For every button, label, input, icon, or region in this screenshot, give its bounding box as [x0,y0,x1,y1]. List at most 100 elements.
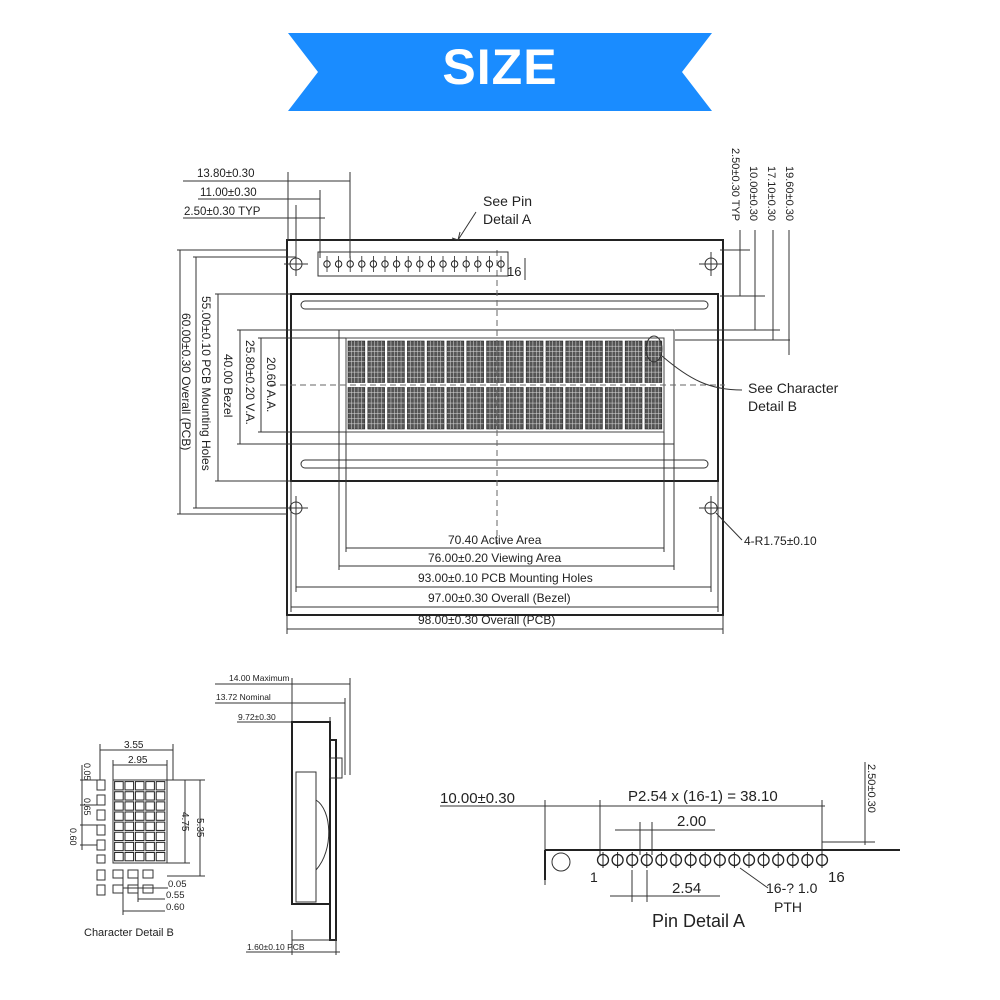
dim-25-80-va: 25.80±0.20 V.A. [243,340,257,425]
side-14-00-max: 14.00 Maximum [229,673,289,683]
pin-detail-mounting-hole [551,852,571,872]
left-vertical-dimensions: 60.00±0.30 Overall (PCB) 55.00±0.10 PCB … [177,249,346,515]
dim-2-50-typ: 2.50±0.30 TYP [184,206,261,218]
character-cell [525,387,544,430]
character-pixel [145,811,155,821]
front-view: 16 13.80±0.30 11.00±0.30 2.50±0.30 TYP S… [177,148,839,634]
character-cell [407,340,425,383]
character-pixel [114,821,124,831]
character-pixel [134,811,145,821]
pin-pcb-edge [544,849,900,880]
char-bottom-0-05: 0.05 [168,879,187,890]
side-13-72-nominal: 13.72 Nominal [216,692,271,702]
char-height-4-75: 4.75 [179,812,190,832]
character-cell [486,387,504,430]
character-cell [446,340,465,383]
character-pixel [124,841,135,852]
pin-detail-caption: Pin Detail A [652,911,745,931]
character-pixel [155,821,166,831]
dim-r-2-50-typ: 2.50±0.30 TYP [729,148,741,221]
character-pixel [124,831,135,842]
top-right-dimensions: 2.50±0.30 TYP 10.00±0.30 17.10±0.30 19.6… [675,148,795,355]
character-cell [545,340,564,383]
character-pixel [114,851,124,862]
character-pixel [155,801,166,811]
pin-2-54: 2.54 [672,880,701,897]
character-pixel [155,851,166,862]
character-cell [387,387,405,430]
character-pixel [145,781,155,791]
character-pixel [134,821,145,831]
character-pixel [145,831,155,842]
side-module-body [291,721,331,905]
character-pixel [145,801,155,811]
character-pixel [114,811,124,821]
side-view: 14.00 Maximum 13.72 Nominal 9.72±0.30 1.… [215,673,351,955]
character-pixel [134,851,145,862]
dim-20-60-aa: 20.60 A.A. [264,357,278,412]
character-pixel [155,831,166,842]
character-pixel [134,841,145,852]
character-cell [624,340,643,383]
character-detail: 3.55 2.95 0.05 0.65 0.60 [68,740,205,939]
character-pixel [134,831,145,842]
pin-row [596,852,829,868]
character-cell [347,340,366,383]
pcb-outline [286,239,724,616]
character-cell [605,387,623,430]
character-cell [506,340,524,383]
dim-70-40-active: 70.40 Active Area [448,533,542,547]
character-pixel [155,811,166,821]
character-cell [387,340,405,383]
dim-76-00-viewing: 76.00±0.20 Viewing Area [428,551,561,565]
character-pixel [145,841,155,852]
dim-r-17-10: 17.10±0.30 [765,166,777,221]
dim-40-00-bezel: 40.00 Bezel [221,354,235,417]
character-cell [426,340,445,383]
character-cell [367,340,385,383]
character-cell [525,340,544,383]
character-pixel [114,781,124,791]
side-pcb [329,739,337,941]
character-cell [545,387,564,430]
character-cell [585,340,603,383]
character-pixel [134,781,145,791]
char-detail-caption: Character Detail B [84,927,174,939]
character-pixel [124,781,135,791]
pin-2-00: 2.00 [677,813,706,830]
dim-97-00-bezel: 97.00±0.30 Overall (Bezel) [428,591,571,605]
char-width-2-95: 2.95 [128,755,148,766]
dim-r-10-00: 10.00±0.30 [747,166,759,221]
character-cell [644,387,663,430]
character-cell [367,387,385,430]
character-pixel [155,791,166,801]
character-pixel [124,801,135,811]
character-cell [466,340,484,383]
char-detail-callout-1: See Character [748,380,839,396]
character-pixel [124,811,135,821]
character-pixel [114,791,124,801]
char-left-0-60: 0.60 [68,828,78,846]
character-cell [347,387,366,430]
character-cell [486,340,504,383]
char-height-5-35: 5.35 [194,818,205,838]
character-pixel [134,801,145,811]
dim-r-19-60: 19.60±0.30 [783,166,795,221]
dim-55-00-holes: 55.00±0.10 PCB Mounting Holes [199,296,213,471]
banner-ribbon [288,33,712,111]
header-outline [317,251,509,277]
pin-pth: PTH [774,899,802,915]
character-cell [565,340,583,383]
character-cell [565,387,583,430]
pin-detail-callout-2: Detail A [483,211,532,227]
character-cell [446,387,465,430]
pin-16-detail-label: 16 [828,869,845,886]
pin-16-label: 16 [507,264,521,279]
character-cell [506,387,524,430]
character-pixel [124,791,135,801]
pin-pitch-formula: P2.54 x (16-1) = 38.10 [628,788,778,805]
pin-2-50: 2.50±0.30 [865,764,877,813]
character-pixel [155,781,166,791]
dim-98-00-pcb: 98.00±0.30 Overall (PCB) [418,613,555,627]
character-pixel [114,831,124,842]
